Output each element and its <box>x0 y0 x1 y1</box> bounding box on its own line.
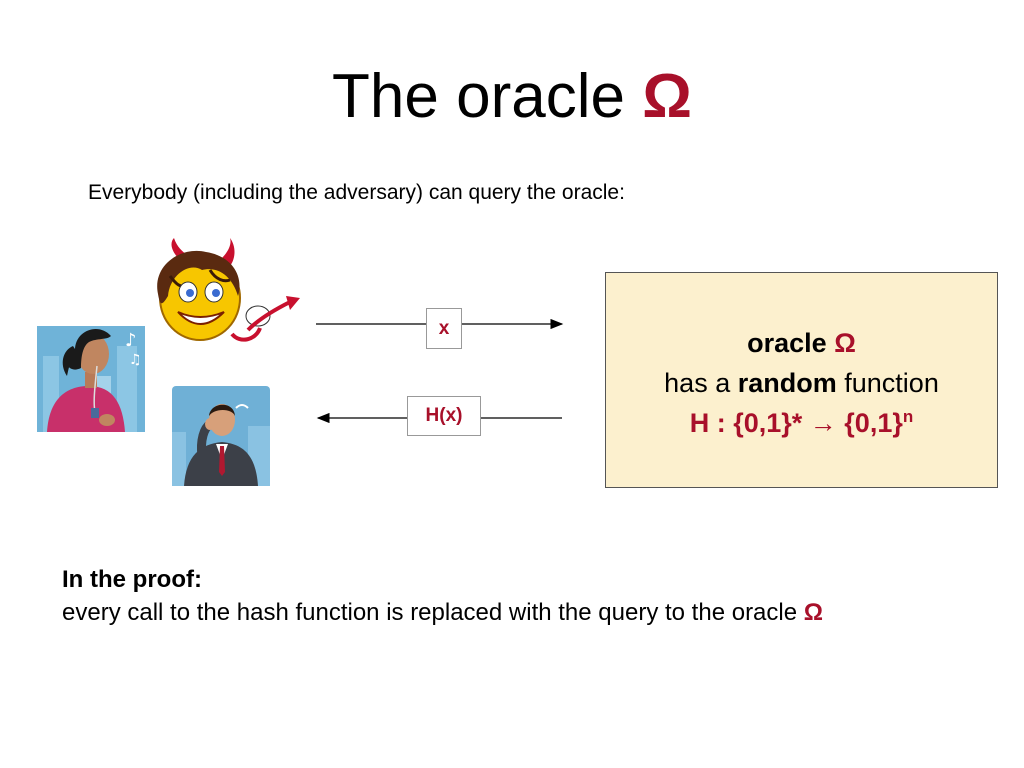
svg-text:♫: ♫ <box>129 352 142 368</box>
woman-with-headphones-icon: ♪ ♫ <box>37 326 145 432</box>
oracle-line-2-suffix: function <box>844 368 939 398</box>
title-omega-symbol: Ω <box>642 62 692 131</box>
proof-omega-symbol: Ω <box>803 599 824 626</box>
oracle-line-2-bold: random <box>737 368 837 398</box>
proof-heading: In the proof: <box>62 566 202 593</box>
businessman-on-phone-icon <box>172 386 270 486</box>
devil-smiley-icon <box>157 238 300 342</box>
query-message-box: x <box>426 308 462 349</box>
oracle-word: oracle <box>747 328 827 358</box>
hash-signature: H : {0,1}* → {0,1} <box>689 408 903 438</box>
oracle-line-2: has a random function <box>606 365 997 401</box>
slide-title: The oracle Ω <box>0 62 1024 132</box>
answer-message-box: H(x) <box>407 396 481 436</box>
oracle-line-1: oracle Ω <box>606 325 997 361</box>
hash-signature-exponent: n <box>902 407 914 426</box>
proof-text: every call to the hash function is repla… <box>62 599 798 626</box>
oracle-line-2-prefix: has a <box>664 368 731 398</box>
title-text: The oracle <box>332 62 625 131</box>
oracle-line-3: H : {0,1}* → {0,1}n <box>606 405 997 441</box>
intro-text: Everybody (including the adversary) can … <box>88 181 625 204</box>
oracle-omega-symbol: Ω <box>834 328 856 358</box>
oracle-box: oracle Ω has a random function H : {0,1}… <box>605 272 998 488</box>
proof-text-line: every call to the hash function is repla… <box>62 598 823 628</box>
svg-text:♪: ♪ <box>125 330 137 351</box>
